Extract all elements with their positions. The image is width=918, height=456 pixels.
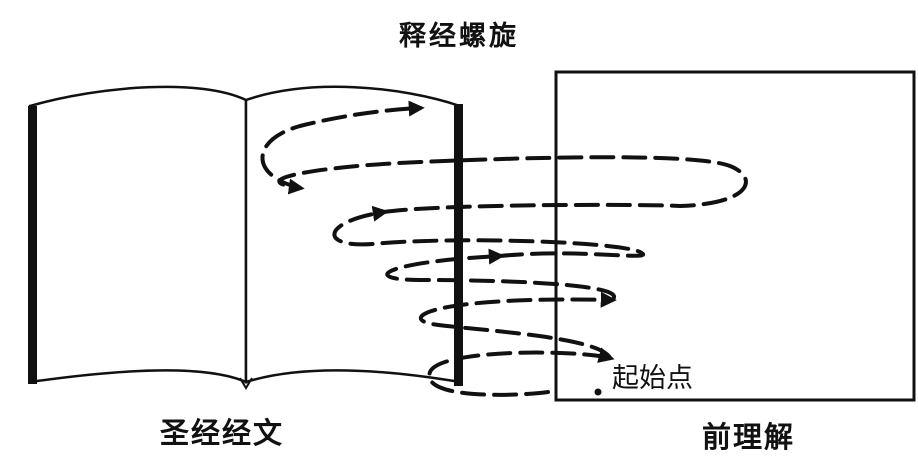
book-right-cover-edge — [454, 104, 463, 386]
book-left-page — [28, 85, 248, 384]
open-book-icon — [28, 85, 463, 390]
scripture-text-label: 圣经经文 — [160, 416, 285, 450]
diagram-title: 释经螺旋 — [399, 21, 519, 52]
spiral-arrow — [277, 155, 748, 214]
book-right-page — [244, 85, 462, 384]
start-point-label: 起始点 — [612, 363, 693, 394]
spiral-arrow — [260, 100, 425, 190]
preunderstanding-frame — [554, 70, 916, 402]
spiral-arrow — [385, 248, 617, 302]
spiral-arrow — [427, 347, 615, 397]
spiral-arrows — [260, 100, 748, 397]
book-bottom-notch — [239, 377, 253, 390]
preunderstanding-label: 前理解 — [702, 420, 796, 454]
start-point-dot — [594, 388, 602, 396]
book-left-cover-edge — [28, 106, 37, 384]
spiral-arrow — [332, 205, 645, 258]
spiral-arrow — [419, 291, 617, 360]
